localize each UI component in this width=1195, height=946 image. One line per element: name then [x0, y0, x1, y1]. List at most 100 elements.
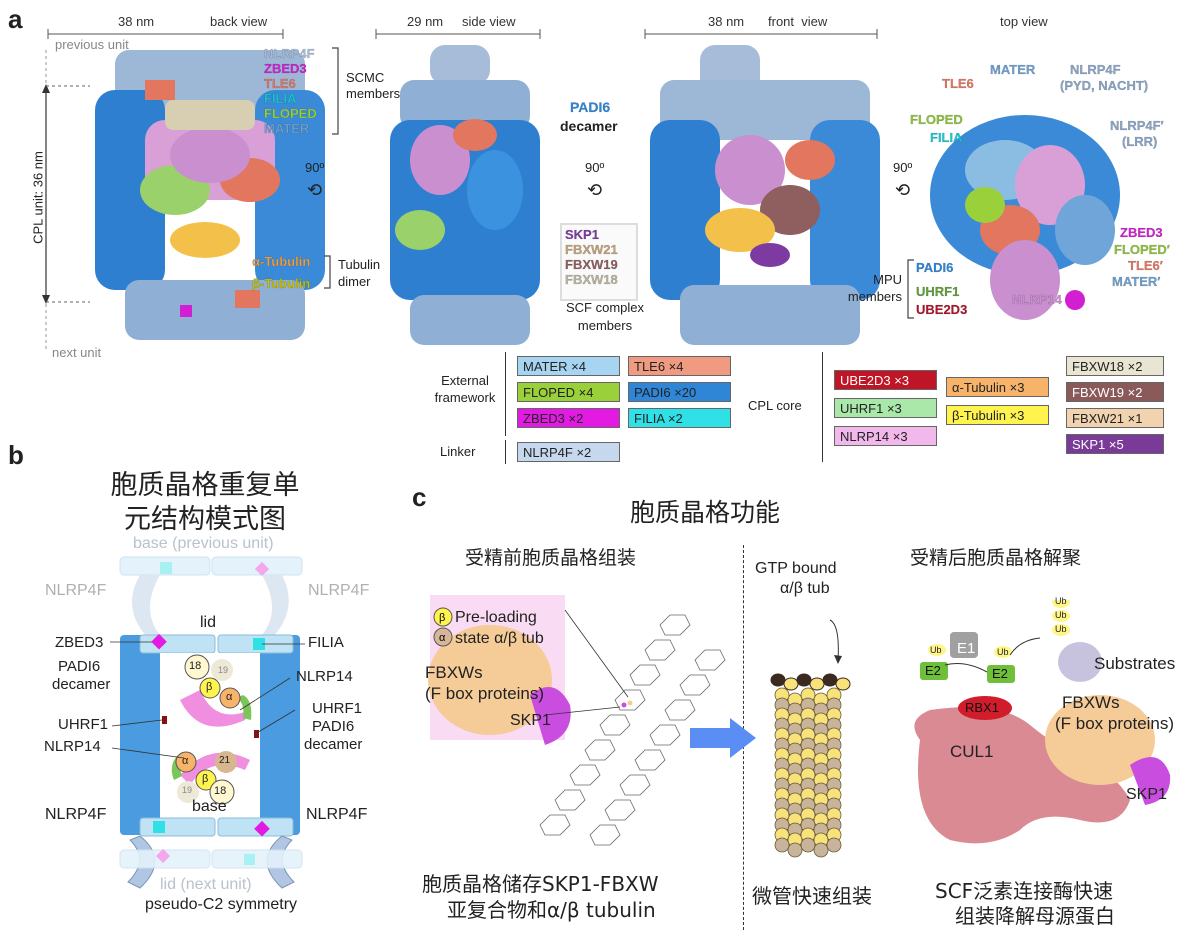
preloading-line1: Pre-loading	[455, 609, 537, 626]
padi6-left-line1: PADI6	[58, 658, 101, 675]
nlrp4f-upper-left: NLRP4F	[45, 582, 107, 599]
legend-core-label: CPL core	[748, 398, 802, 413]
rotate-label-3: 90º	[893, 160, 913, 175]
mpu-line2: members	[847, 289, 902, 304]
fbxws-left-line2: (F box proteins)	[425, 684, 545, 703]
top-uhrf1: UHRF1	[916, 284, 960, 299]
substrates-label: Substrates	[1094, 654, 1176, 673]
legend-divider-3	[822, 352, 823, 462]
scmc-filia: FILIA	[264, 91, 297, 106]
side-view-label: side view	[462, 14, 516, 29]
scf-fbxw18: FBXW18	[565, 272, 618, 287]
num-19-top: 19	[218, 665, 229, 675]
scmc-nlrp4f: NLRP4F	[264, 46, 315, 61]
legend-padi6: PADI6 ×20	[628, 382, 731, 402]
symmetry-label: pseudo-C2 symmetry	[145, 896, 298, 913]
scf-group-line1: SCF complex	[565, 300, 645, 315]
fbxws-right-line1: FBXWs	[1062, 693, 1120, 712]
scmc-bracket	[332, 47, 339, 135]
legend-nlrp14: NLRP14 ×3	[834, 426, 937, 446]
legend-tle6: TLE6 ×4	[628, 356, 731, 376]
skp1-left-label: SKP1	[510, 712, 551, 729]
front-view-label: front view	[768, 14, 828, 29]
e2-left-label: E2	[925, 663, 941, 678]
legend-zbed3: ZBED3 ×2	[517, 408, 620, 428]
top-nlrp4f-line1: NLRP4F	[1070, 62, 1121, 77]
legend-beta-tubulin: β-Tubulin ×3	[946, 405, 1049, 425]
zbed3-label: ZBED3	[55, 634, 104, 651]
top-filia: FILIA	[930, 130, 963, 145]
preloading-line2: state α/β tub	[455, 630, 544, 647]
cpl-unit-label: CPL unit: 36 nm	[30, 151, 46, 244]
base-previous-label: base (previous unit)	[133, 535, 274, 552]
top-zbed3: ZBED3	[1120, 225, 1163, 240]
skp1-right-label: SKP1	[1126, 786, 1167, 803]
scale-bars	[47, 29, 878, 39]
svg-text:β: β	[439, 612, 445, 624]
fbxws-right-line2: (F box proteins)	[1055, 714, 1175, 733]
ub-e2-left: Ub	[930, 645, 942, 655]
padi6-decamer-line1: PADI6	[570, 99, 611, 115]
legend-mater: MATER ×4	[517, 356, 620, 376]
legend-filia: FILIA ×2	[628, 408, 731, 428]
padi6-left-line2: decamer	[52, 676, 111, 693]
right-caption-line1: SCF泛素连接酶快速	[935, 879, 1114, 903]
top-nlrp4f-line2: (PYD, NACHT)	[1060, 78, 1149, 93]
scmc-mater: MATER	[264, 121, 310, 136]
top-mater-prime: MATER′	[1112, 274, 1161, 289]
scf-skp1: SKP1	[565, 227, 599, 242]
rotate-icon-3: ⟲	[895, 180, 911, 200]
uhrf1-right-label: UHRF1	[312, 700, 363, 717]
padi6-right-line2: decamer	[304, 736, 363, 753]
back-scale: 38 nm	[118, 14, 155, 29]
panel-a-letter: a	[8, 4, 23, 34]
cul1-label: CUL1	[950, 742, 994, 761]
filia-label: FILIA	[308, 634, 344, 651]
top-ube2d3: UBE2D3	[916, 302, 968, 317]
tubulin-bracket	[324, 255, 331, 289]
panel-c-title: 胞质晶格功能	[630, 498, 781, 527]
top-view-structure	[930, 115, 1120, 320]
lid-next-label: lid (next unit)	[160, 876, 252, 893]
tubulin-group-label: Tubulin dimer	[338, 257, 381, 289]
mpu-line1: MPU	[873, 272, 902, 287]
nlrp4f-upper-right: NLRP4F	[308, 582, 370, 599]
padi6-right-line1: PADI6	[312, 718, 355, 735]
lid-label: lid	[200, 614, 217, 631]
uhrf1-left-label: UHRF1	[58, 716, 109, 733]
previous-unit-label: previous unit	[55, 37, 129, 52]
rotate-icon-1: ⟲	[307, 180, 323, 200]
legend-alpha-tubulin: α-Tubulin ×3	[946, 377, 1049, 397]
right-title: 受精后胞质晶格解聚	[910, 547, 1082, 569]
scmc-group-label: SCMC members	[346, 70, 401, 101]
padi6-decamer-line2: decamer	[560, 118, 618, 134]
mpu-bracket	[907, 259, 914, 319]
beta-tubulin-label: β-Tubulin	[252, 276, 311, 291]
panel-b-schematic	[110, 556, 305, 889]
num-21: 21	[219, 755, 231, 766]
left-title: 受精前胞质晶格组装	[465, 547, 637, 569]
legend-external-label: External framework	[434, 373, 496, 405]
top-nlrp4f-prime-line2: (LRR)	[1122, 134, 1158, 149]
top-tle6-prime: TLE6′	[1128, 258, 1163, 273]
top-nlrp14: NLRP14	[1012, 292, 1062, 307]
scmc-zbed3: ZBED3	[264, 61, 307, 76]
back-view-label: back view	[210, 14, 268, 29]
legend-nlrp4f: NLRP4F ×2	[517, 442, 620, 462]
side-scale: 29 nm	[407, 14, 444, 29]
rotate-label-1: 90º	[305, 160, 325, 175]
top-floped-prime: FLOPED′	[1114, 242, 1170, 257]
ub-e2-right: Ub	[997, 647, 1009, 657]
legend-ube2d3: UBE2D3 ×3	[834, 370, 937, 390]
legend-fbxw18: FBXW18 ×2	[1066, 356, 1164, 376]
legend-skp1: SKP1 ×5	[1066, 434, 1164, 454]
nlrp14-right-label: NLRP14	[296, 668, 353, 685]
beta-bottom: β	[202, 773, 209, 785]
top-nlrp4f-prime-line1: NLRP4F′	[1110, 118, 1164, 133]
top-tle6: TLE6	[942, 76, 974, 91]
scmc-label-list: NLRP4F ZBED3 TLE6 FILIA FLOPED MATER	[264, 46, 317, 136]
top-mater: MATER	[990, 62, 1036, 77]
top-view-label: top view	[1000, 14, 1048, 29]
left-caption-line2: 亚复合物和α/β tubulin	[447, 898, 656, 922]
fbxws-left-line1: FBXWs	[425, 663, 483, 682]
